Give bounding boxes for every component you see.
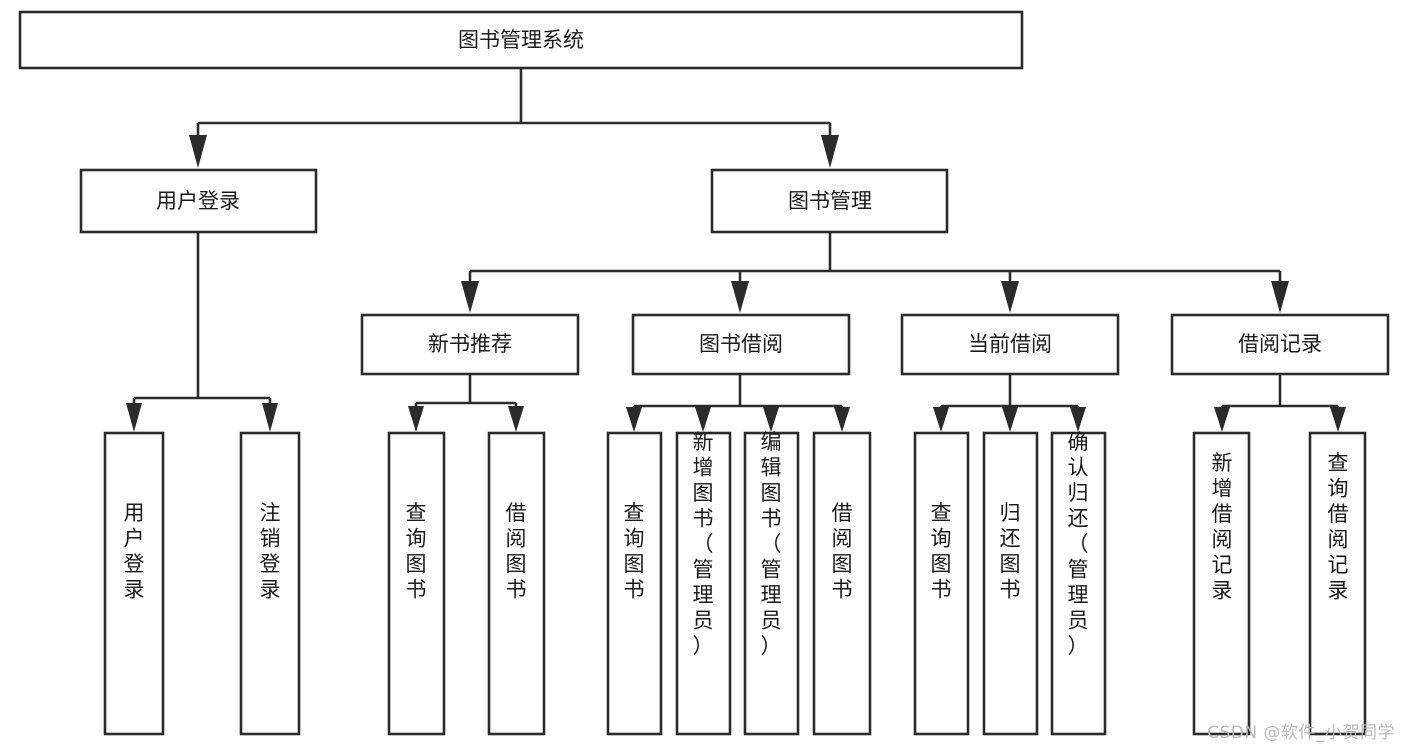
arrow-head-user-login bbox=[189, 135, 207, 168]
node-borrow-record[interactable]: 借阅记录 bbox=[1170, 313, 1390, 376]
leaf-query-book-1[interactable]: 查询图书 bbox=[387, 431, 446, 736]
leaf-user-login-box[interactable] bbox=[103, 431, 165, 736]
node-current-borrow-label: 当前借阅 bbox=[968, 332, 1052, 356]
connector-group-root bbox=[189, 68, 839, 168]
node-book-borrow-box[interactable] bbox=[631, 313, 851, 376]
connector-group-borrow-record bbox=[1214, 374, 1346, 432]
arrow-head-book-borrow bbox=[731, 281, 749, 313]
arrow-head-leaf-return-book bbox=[1002, 407, 1018, 432]
arrow-head-leaf-add-record bbox=[1214, 407, 1230, 432]
leaf-borrow-book-2-label: 借阅图书 bbox=[832, 501, 853, 602]
leaf-borrow-book-1-label: 借阅图书 bbox=[506, 501, 527, 602]
leaf-edit-book-box[interactable] bbox=[743, 431, 800, 736]
leaf-logout-login-label: 注销登录 bbox=[260, 501, 281, 602]
node-book-borrow-label: 图书借阅 bbox=[699, 332, 783, 356]
arrow-head-current-borrow bbox=[1001, 281, 1019, 313]
leaf-borrow-book-1-box[interactable] bbox=[487, 431, 546, 736]
leaf-query-book-3-label: 查询图书 bbox=[931, 501, 952, 602]
arrow-head-leaf-query-book-2 bbox=[626, 407, 642, 432]
connector-group-book-management bbox=[461, 232, 1289, 313]
leaf-query-book-3-box[interactable] bbox=[913, 431, 970, 736]
leaf-add-record-label: 新增借阅记录 bbox=[1212, 451, 1233, 603]
leaf-confirm-return[interactable]: 确认归还（管理员） bbox=[1050, 430, 1107, 736]
connector-group-user-login bbox=[126, 232, 278, 432]
leaf-confirm-return-label: 确认归还（管理员） bbox=[1068, 430, 1089, 658]
connector-group-book-borrow bbox=[626, 374, 850, 432]
leaf-return-book-label: 归还图书 bbox=[1000, 501, 1021, 602]
leaf-confirm-return-box[interactable] bbox=[1050, 431, 1107, 736]
arrow-head-borrow-record bbox=[1271, 281, 1289, 313]
node-root-box[interactable] bbox=[18, 10, 1024, 70]
leaf-add-record-box[interactable] bbox=[1192, 431, 1251, 736]
leaf-return-book-box[interactable] bbox=[982, 431, 1039, 736]
leaf-borrow-book-1[interactable]: 借阅图书 bbox=[487, 431, 546, 736]
node-user-login[interactable]: 用户登录 bbox=[79, 168, 318, 234]
leaf-add-record[interactable]: 新增借阅记录 bbox=[1192, 431, 1251, 736]
arrow-head-new-book-recommend bbox=[461, 281, 479, 313]
leaf-query-book-3[interactable]: 查询图书 bbox=[913, 431, 970, 736]
leaf-add-book[interactable]: 新增图书（管理员） bbox=[675, 430, 732, 736]
arrow-head-leaf-query-book-1 bbox=[408, 406, 424, 432]
node-current-borrow-box[interactable] bbox=[900, 313, 1120, 376]
node-user-login-label: 用户登录 bbox=[156, 189, 240, 213]
arrow-head-leaf-confirm-return bbox=[1070, 407, 1086, 432]
arrow-head-leaf-user-login bbox=[126, 403, 142, 432]
leaf-borrow-book-2[interactable]: 借阅图书 bbox=[812, 431, 872, 736]
arrow-head-leaf-borrow-book-2 bbox=[834, 407, 850, 432]
node-new-book-recommend-box[interactable] bbox=[360, 313, 580, 376]
arrow-head-leaf-logout-login bbox=[262, 403, 278, 432]
leaf-return-book[interactable]: 归还图书 bbox=[982, 431, 1039, 736]
leaf-query-record-box[interactable] bbox=[1308, 431, 1367, 736]
connector-group-new-book-recommend bbox=[408, 374, 524, 432]
leaf-query-book-2[interactable]: 查询图书 bbox=[606, 431, 663, 736]
node-borrow-record-label: 借阅记录 bbox=[1238, 332, 1322, 356]
leaf-query-book-2-label: 查询图书 bbox=[624, 501, 645, 602]
leaf-add-book-label: 新增图书（管理员） bbox=[693, 430, 714, 658]
leaf-borrow-book-2-box[interactable] bbox=[812, 431, 872, 736]
leaf-query-book-2-box[interactable] bbox=[606, 431, 663, 736]
arrow-head-leaf-borrow-book-1 bbox=[508, 406, 524, 432]
node-book-borrow[interactable]: 图书借阅 bbox=[631, 313, 851, 376]
leaf-user-login[interactable]: 用户登录 bbox=[103, 431, 165, 736]
arrow-head-leaf-query-book-3 bbox=[933, 407, 949, 432]
arrow-head-book-management bbox=[821, 135, 839, 168]
node-borrow-record-box[interactable] bbox=[1170, 313, 1390, 376]
arrow-head-leaf-add-book bbox=[695, 407, 711, 432]
leaf-edit-book-label: 编辑图书（管理员） bbox=[761, 430, 782, 658]
node-book-management-box[interactable] bbox=[710, 168, 949, 234]
leaf-add-book-box[interactable] bbox=[675, 431, 732, 736]
leaf-logout-login[interactable]: 注销登录 bbox=[239, 431, 301, 736]
leaf-edit-book[interactable]: 编辑图书（管理员） bbox=[743, 430, 800, 736]
arrow-head-leaf-edit-book bbox=[763, 407, 779, 432]
node-book-management-label: 图书管理 bbox=[788, 189, 872, 213]
leaf-user-login-label: 用户登录 bbox=[124, 501, 145, 602]
node-user-login-box[interactable] bbox=[79, 168, 318, 234]
node-root[interactable]: 图书管理系统 bbox=[18, 10, 1024, 70]
arrow-head-leaf-query-record bbox=[1330, 407, 1346, 432]
node-root-label: 图书管理系统 bbox=[458, 28, 584, 52]
node-new-book-recommend-label: 新书推荐 bbox=[428, 332, 512, 356]
leaf-query-book-1-label: 查询图书 bbox=[406, 501, 427, 602]
leaf-logout-login-box[interactable] bbox=[239, 431, 301, 736]
node-new-book-recommend[interactable]: 新书推荐 bbox=[360, 313, 580, 376]
leaf-query-record-label: 查询借阅记录 bbox=[1328, 451, 1349, 603]
leaf-query-book-1-box[interactable] bbox=[387, 431, 446, 736]
leaf-query-record[interactable]: 查询借阅记录 bbox=[1308, 431, 1367, 736]
node-book-management[interactable]: 图书管理 bbox=[710, 168, 949, 234]
node-current-borrow[interactable]: 当前借阅 bbox=[900, 313, 1120, 376]
connector-group-current-borrow bbox=[933, 374, 1086, 432]
